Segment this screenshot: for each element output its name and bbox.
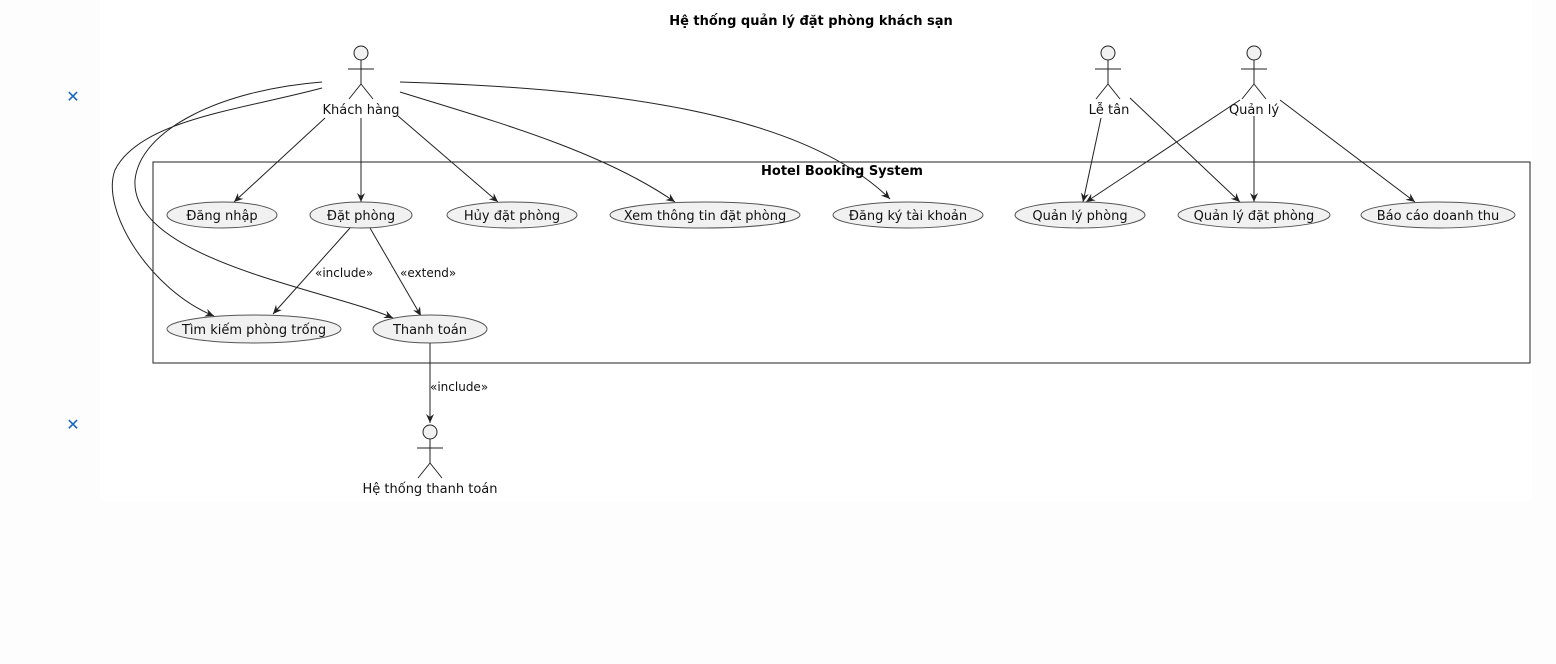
use-case-manage-bookings[interactable]: Quản lý đặt phòng	[1177, 201, 1331, 229]
use-case-manage-rooms[interactable]: Quản lý phòng	[1014, 201, 1146, 229]
use-case-label: Thanh toán	[392, 323, 467, 338]
actor-head-icon	[422, 424, 438, 440]
association-line	[111, 87, 323, 317]
association-line	[399, 81, 891, 200]
association-line	[1129, 97, 1241, 203]
actor-label-payment-system: Hệ thống thanh toán	[363, 482, 498, 497]
include-label: «include»	[315, 266, 373, 280]
actor-label-customer: Khách hàng	[323, 103, 400, 118]
use-case-view-booking[interactable]: Xem thông tin đặt phòng	[609, 201, 801, 229]
use-case-label: Đăng ký tài khoản	[849, 209, 967, 224]
actor-head-icon	[1246, 45, 1262, 61]
use-case-search-rooms[interactable]: Tìm kiếm phòng trống	[166, 314, 342, 344]
include-label: «include»	[430, 380, 488, 394]
include-line	[272, 227, 351, 315]
close-icon[interactable]: ✕	[66, 415, 80, 434]
association-line	[1279, 99, 1416, 203]
use-case-label: Quản lý đặt phòng	[1194, 209, 1315, 224]
close-icon[interactable]: ✕	[66, 87, 80, 106]
use-case-label: Tìm kiếm phòng trống	[181, 323, 326, 338]
use-case-cancel-booking[interactable]: Hủy đặt phòng	[446, 201, 578, 229]
use-case-revenue-report[interactable]: Báo cáo doanh thu	[1360, 201, 1516, 229]
extend-line	[369, 227, 422, 317]
use-case-label: Báo cáo doanh thu	[1377, 209, 1500, 224]
association-line	[1085, 99, 1241, 203]
actor-label-manager: Quản lý	[1229, 103, 1279, 118]
system-boundary	[152, 161, 1531, 364]
association-line	[399, 91, 676, 203]
use-case-label: Quản lý phòng	[1032, 209, 1127, 224]
actor-manager[interactable]	[1241, 45, 1267, 100]
use-case-label: Đặt phòng	[327, 209, 395, 224]
use-case-login[interactable]: Đăng nhập	[166, 201, 278, 229]
use-case-label: Hủy đặt phòng	[464, 209, 560, 224]
actor-head-icon	[1100, 45, 1116, 61]
actor-payment-system[interactable]	[417, 424, 443, 479]
system-boundary-label: Hotel Booking System	[761, 164, 923, 179]
actor-receptionist[interactable]	[1095, 45, 1121, 100]
association-line	[1080, 117, 1102, 203]
extend-label: «extend»	[400, 266, 456, 280]
association-line	[397, 115, 499, 203]
use-case-register[interactable]: Đăng ký tài khoản	[832, 201, 984, 229]
association-line	[233, 117, 326, 203]
actor-customer[interactable]	[348, 45, 374, 100]
diagram-title: Hệ thống quản lý đặt phòng khách sạn	[669, 14, 953, 29]
use-case-book-room[interactable]: Đặt phòng	[309, 201, 413, 229]
use-case-label: Đăng nhập	[186, 209, 257, 224]
actor-label-receptionist: Lễ tân	[1089, 103, 1130, 118]
association-line	[134, 81, 394, 319]
actor-head-icon	[353, 45, 369, 61]
use-case-label: Xem thông tin đặt phòng	[624, 209, 787, 224]
use-case-payment[interactable]: Thanh toán	[372, 314, 488, 344]
diagram-canvas	[100, 0, 1532, 502]
